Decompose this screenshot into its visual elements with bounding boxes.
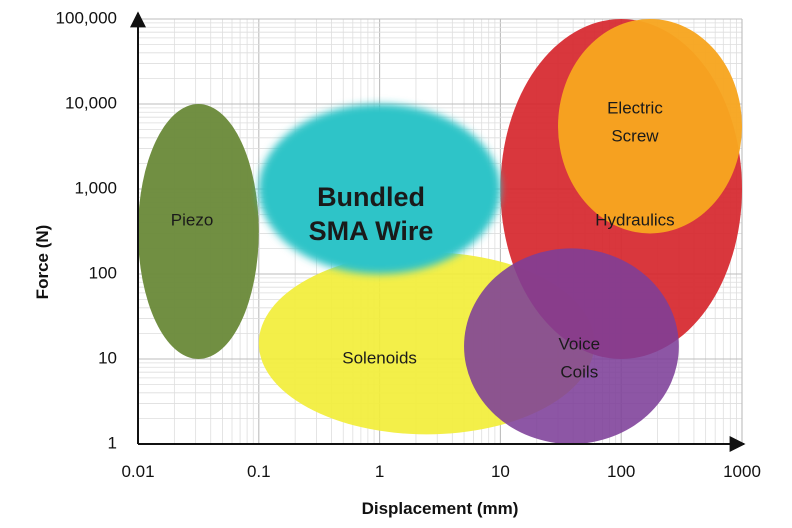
y-tick-label: 1 — [108, 433, 117, 452]
x-axis-title: Displacement (mm) — [362, 499, 519, 518]
x-tick-label: 100 — [607, 462, 635, 481]
y-tick-label: 100 — [89, 263, 117, 282]
electric-screw-region — [558, 19, 742, 234]
tick-labels: 0.01 0.1 1 10 100 1000 1 10 100 1,000 10,000 100,00… — [56, 8, 761, 481]
voice-coils-region — [464, 248, 679, 444]
x-tick-label: 0.1 — [247, 462, 271, 481]
electric-screw-label: Screw — [611, 126, 659, 145]
x-tick-label: 0.01 — [121, 462, 154, 481]
axes — [130, 11, 746, 452]
bundled-sma-wire-label: SMA Wire — [309, 216, 434, 246]
piezo-region — [138, 104, 259, 359]
x-tick-label: 1000 — [723, 462, 761, 481]
electric-screw-label: Electric — [607, 98, 663, 117]
voice-coils-label: Voice — [559, 334, 601, 353]
y-tick-label: 10,000 — [65, 93, 117, 112]
y-tick-label: 10 — [98, 348, 117, 367]
voice-coils-label: Coils — [560, 362, 598, 381]
y-axis-title: Force (N) — [33, 225, 52, 300]
hydraulics-label: Hydraulics — [595, 211, 674, 230]
y-tick-label: 1,000 — [74, 178, 117, 197]
y-tick-label: 100,000 — [56, 8, 117, 27]
piezo-label: Piezo — [171, 211, 214, 230]
x-tick-label: 1 — [375, 462, 384, 481]
x-tick-label: 10 — [491, 462, 510, 481]
bundled-sma-wire-region — [258, 104, 501, 274]
regions-layer: Solenoids Hydraulics ElectricScrewVoiceCoi… — [138, 19, 742, 444]
bundled-sma-wire-label: Bundled — [317, 182, 425, 212]
solenoids-label: Solenoids — [342, 348, 417, 367]
